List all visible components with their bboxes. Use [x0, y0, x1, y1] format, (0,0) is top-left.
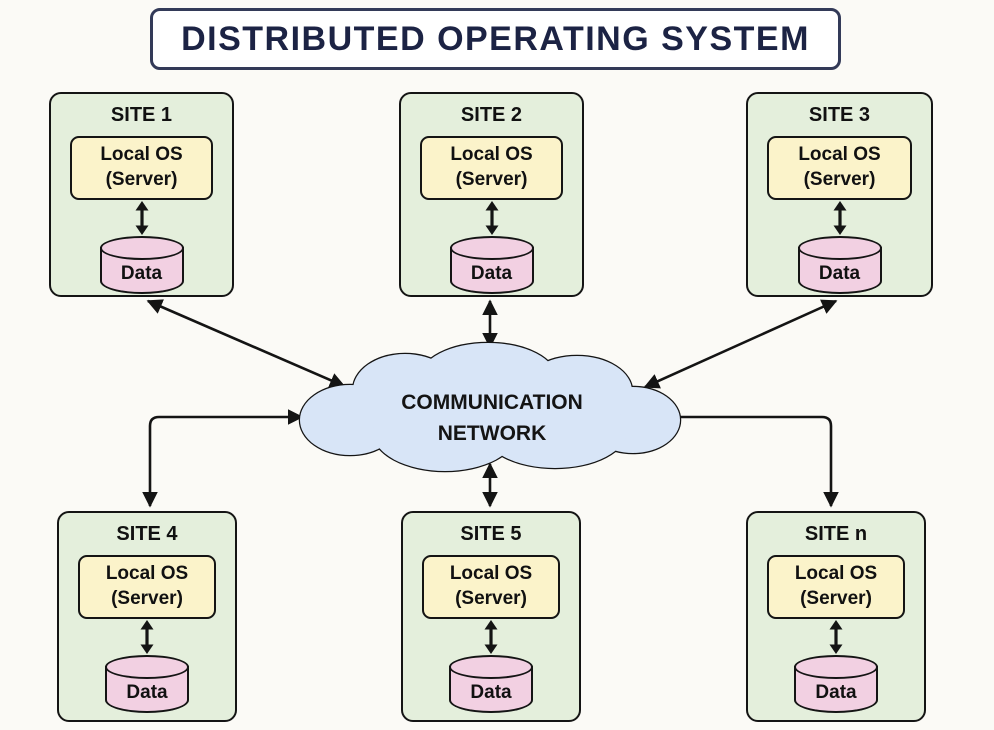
site-4-data-label: Data — [126, 682, 168, 703]
site-5-data-label: Data — [470, 682, 512, 703]
site-5-local-os: Local OS (Server) — [422, 555, 560, 619]
cloud-shape — [298, 341, 682, 473]
site-4-card: SITE 4 Local OS (Server) Data — [57, 511, 237, 722]
site-5-card: SITE 5 Local OS (Server) Data — [401, 511, 581, 722]
site-4-local-os: Local OS (Server) — [78, 555, 216, 619]
site-2-os-data-arrow — [485, 201, 498, 235]
site-3-card: SITE 3 Local OS (Server) Data — [746, 92, 933, 297]
site-n-os-line2: (Server) — [800, 588, 872, 609]
site-3-cylinder-top — [797, 236, 882, 260]
arrow-network-siten — [678, 415, 839, 508]
site-n-data-store: Data — [794, 655, 878, 713]
site-3-os-line2: (Server) — [803, 169, 876, 190]
site-1-data-label: Data — [120, 263, 163, 284]
site-5-os-line2: (Server) — [455, 588, 527, 609]
site-n-os-data-arrow — [829, 620, 843, 654]
site-2-title: SITE 2 — [460, 104, 523, 126]
site-2-cylinder-top — [449, 236, 534, 260]
site-2-data-store: Data — [449, 236, 534, 294]
cloud-label-line2: NETWORK — [438, 422, 547, 445]
site-4-data-store: Data — [105, 655, 189, 713]
site-3-os-data-arrow — [833, 201, 846, 235]
site-1-os-data-arrow — [135, 201, 148, 235]
site-1-local-os: Local OS (Server) — [70, 136, 213, 200]
site-4-title: SITE 4 — [116, 523, 178, 545]
site-n-local-os: Local OS (Server) — [767, 555, 905, 619]
cloud-label-line1: COMMUNICATION — [401, 391, 583, 414]
site-2-os-line2: (Server) — [455, 169, 528, 190]
site-3-local-os: Local OS (Server) — [767, 136, 912, 200]
site-n-title: SITE n — [804, 523, 868, 545]
site-1-card: SITE 1 Local OS (Server) Data — [49, 92, 234, 297]
site-4-os-line1: Local OS — [105, 563, 189, 585]
site-3-os-line1: Local OS — [798, 144, 881, 166]
site-2-os-line1: Local OS — [450, 144, 533, 166]
site-3-title: SITE 3 — [808, 104, 871, 126]
site-3-data-label: Data — [818, 263, 861, 284]
site-1-os-line1: Local OS — [100, 144, 183, 166]
arrow-site4-network — [142, 409, 304, 508]
site-5-cylinder-top — [449, 655, 533, 679]
site-1-title: SITE 1 — [110, 104, 173, 126]
arrow-site1-network — [146, 299, 346, 388]
diagram-title: DISTRIBUTED OPERATING SYSTEM — [150, 8, 841, 70]
arrow-site3-network — [643, 299, 838, 389]
site-n-card: SITE n Local OS (Server) Data — [746, 511, 926, 722]
site-2-data-label: Data — [470, 263, 513, 284]
site-3-data-store: Data — [797, 236, 882, 294]
site-1-data-store: Data — [99, 236, 184, 294]
site-n-cylinder-top — [794, 655, 878, 679]
site-n-os-line1: Local OS — [794, 563, 878, 585]
site-1-cylinder-top — [99, 236, 184, 260]
site-2-local-os: Local OS (Server) — [420, 136, 563, 200]
site-1-os-line2: (Server) — [105, 169, 178, 190]
site-5-title: SITE 5 — [460, 523, 522, 545]
site-4-os-line2: (Server) — [111, 588, 183, 609]
site-5-os-data-arrow — [484, 620, 498, 654]
site-5-os-line1: Local OS — [449, 563, 533, 585]
site-2-card: SITE 2 Local OS (Server) Data — [399, 92, 584, 297]
site-4-os-data-arrow — [140, 620, 154, 654]
site-n-data-label: Data — [815, 682, 857, 703]
site-4-cylinder-top — [105, 655, 189, 679]
diagram-title-text: DISTRIBUTED OPERATING SYSTEM — [181, 19, 810, 58]
site-5-data-store: Data — [449, 655, 533, 713]
communication-network-cloud: COMMUNICATION NETWORK — [298, 341, 682, 473]
